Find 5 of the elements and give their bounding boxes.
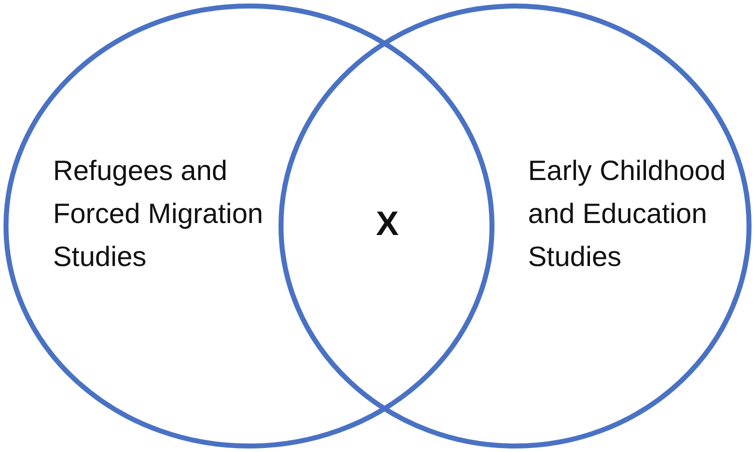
circle-label: Refugees and Forced Migration Studies [53,154,264,274]
overlap-label: X [376,205,399,244]
circle-label: Early Childhood and Education Studies [528,154,727,274]
venn-circle [3,3,495,449]
venn-circle [278,3,752,449]
